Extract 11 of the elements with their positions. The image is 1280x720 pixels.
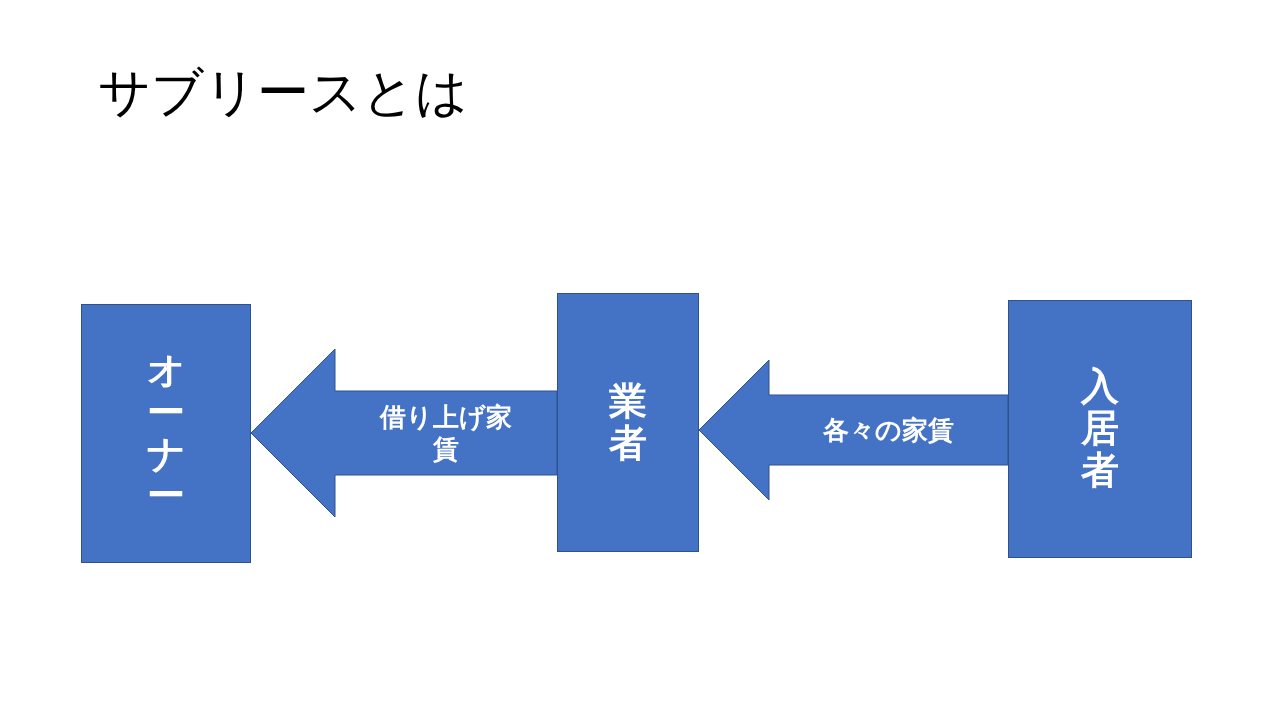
entity-box [557, 293, 699, 552]
vertical-label: オーナー [147, 349, 185, 518]
entity-box [1008, 300, 1192, 558]
edge-label: 各々の家賃 [823, 414, 954, 446]
vertical-label: 業者 [609, 380, 647, 465]
block-arrow [698, 359, 1009, 501]
slide-title: サブリースとは [98, 66, 468, 118]
block-arrow [250, 348, 558, 518]
entity-box [81, 304, 251, 563]
vertical-label: 入居者 [1081, 366, 1119, 492]
edge-label: 借り上げ家賃 [378, 401, 513, 465]
